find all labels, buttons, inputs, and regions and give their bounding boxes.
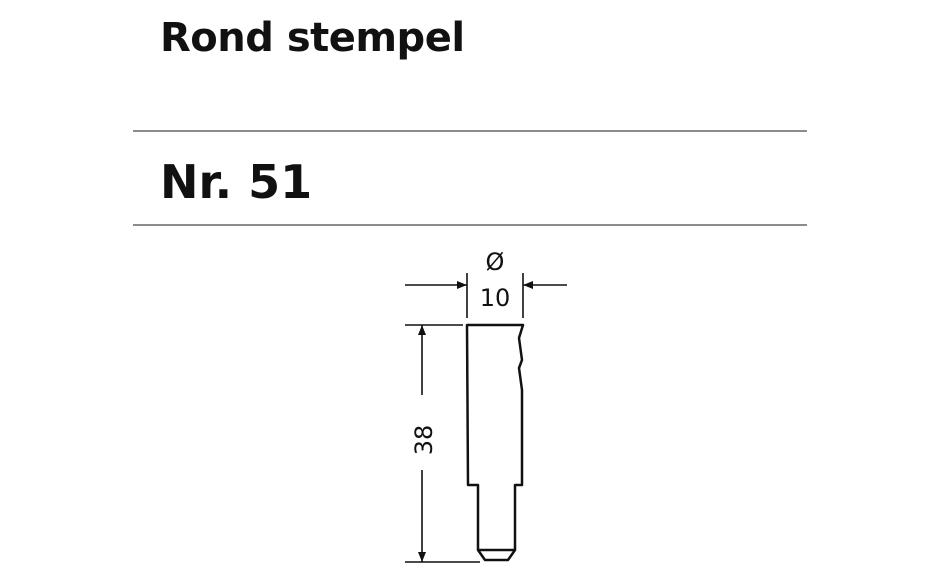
punch-outline xyxy=(465,323,525,562)
divider-bottom xyxy=(133,224,807,226)
length-value-label: 38 xyxy=(410,425,438,456)
product-number: Nr. 51 xyxy=(160,155,313,209)
diameter-symbol: Ø xyxy=(486,248,505,276)
length-dimension xyxy=(405,324,480,563)
diameter-value-label: 10 xyxy=(480,284,511,312)
product-title: Rond stempel xyxy=(160,15,465,61)
width-dimension xyxy=(405,273,567,318)
divider-top xyxy=(133,130,807,132)
